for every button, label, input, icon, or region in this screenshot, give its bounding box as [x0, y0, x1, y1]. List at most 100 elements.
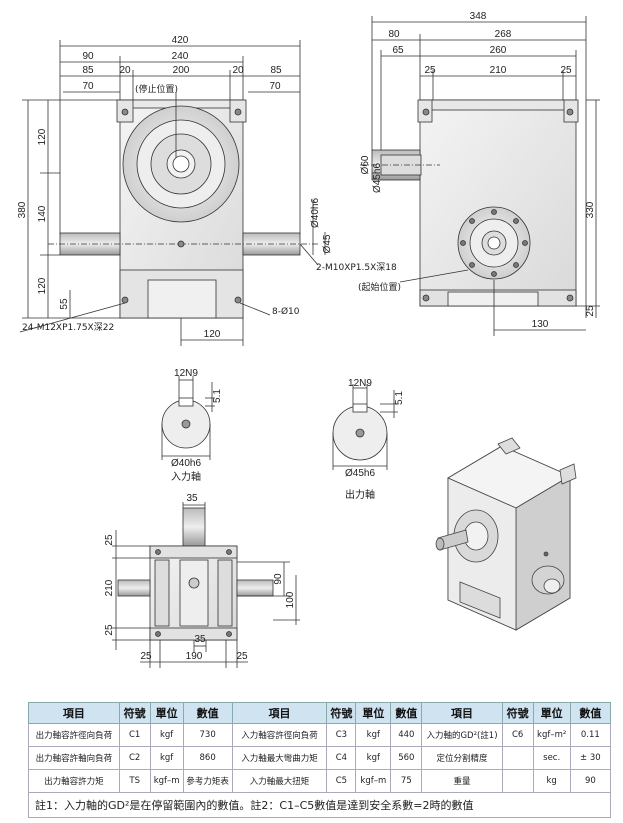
input-dia-label: Ø40h6 [171, 458, 201, 469]
header-symbol-2: 符號 [326, 702, 357, 724]
cell: 定位分割精度 [421, 746, 503, 770]
table-row: 出力軸容許軸向負荷 C2 kgf 860 入力軸最大彎曲力矩 C4 kgf 56… [28, 746, 612, 770]
input-key-label: 12N9 [174, 368, 198, 379]
dim-85-right: 85 [270, 65, 282, 76]
cell: 75 [390, 769, 423, 793]
cell: kgf [149, 746, 184, 770]
cell [501, 746, 534, 770]
cell: ± 30 [569, 746, 612, 770]
cell: C1 [118, 723, 151, 747]
dim-120-bottom-h: 120 [204, 329, 221, 340]
dim-260: 260 [490, 45, 507, 56]
header-item-3: 項目 [421, 702, 503, 724]
dim-o45h6: Ø45h6 [372, 163, 383, 193]
cell: kgf [355, 746, 392, 770]
top-dim-25-bl: 25 [140, 651, 152, 662]
table-row: 出力軸容許力矩 TS kgf–m 參考力矩表 入力軸最大扭矩 C5 kgf–m … [28, 769, 612, 793]
dim-o60: Ø60 [360, 155, 371, 174]
dim-348: 348 [470, 11, 487, 22]
dim-268: 268 [495, 29, 512, 40]
top-dim-210: 210 [104, 579, 115, 596]
cell: C6 [501, 723, 534, 747]
dim-420: 420 [172, 35, 189, 46]
dim-200: 200 [173, 65, 190, 76]
header-unit-3: 單位 [532, 702, 571, 724]
dim-65: 65 [392, 45, 404, 56]
cell: 90 [569, 769, 612, 793]
start-position-label: (起始位置) [358, 281, 401, 293]
cell: kgf–m [149, 769, 184, 793]
cell: 參考力矩表 [182, 769, 233, 793]
dim-330: 330 [585, 201, 596, 218]
cell: 入力軸的GD²(註1) [421, 723, 503, 747]
header-value-1: 數值 [182, 702, 233, 724]
top-dim-25-upper: 25 [104, 534, 115, 546]
header-item-1: 項目 [28, 702, 120, 724]
cell: 440 [390, 723, 423, 747]
top-dim-100: 100 [285, 591, 296, 608]
cell: kgf–m² [532, 723, 571, 747]
cell: 560 [390, 746, 423, 770]
dim-70-right: 70 [269, 81, 281, 92]
cell: C2 [118, 746, 151, 770]
output-shaft-section [332, 384, 398, 470]
header-item-2: 項目 [231, 702, 328, 724]
cell: kgf–m [355, 769, 392, 793]
cell: 出力軸容許軸向負荷 [28, 746, 120, 770]
cell: 入力軸最大彎曲力矩 [231, 746, 328, 770]
dim-o40h6: Ø40h6 [310, 198, 321, 228]
dim-25-left: 25 [424, 65, 436, 76]
dim-25-right: 25 [560, 65, 572, 76]
dim-380: 380 [17, 201, 28, 218]
cell: TS [118, 769, 151, 793]
cell: kg [532, 769, 571, 793]
dim-140: 140 [37, 205, 48, 222]
top-dim-35-inner: 35 [194, 634, 206, 645]
table-note: 註1：入力軸的GD²是在停留範圍內的數值。註2：C1–C5數值是達到安全系數=2… [28, 792, 611, 818]
dim-120-top: 120 [37, 128, 48, 145]
input-shaft-section [161, 376, 215, 460]
cell: kgf [355, 723, 392, 747]
hole-label: 8-Ø10 [272, 306, 300, 317]
cell: 0.11 [569, 723, 612, 747]
dim-90: 90 [82, 51, 94, 62]
header-value-3: 數值 [569, 702, 612, 724]
output-dia-label: Ø45h6 [345, 468, 375, 479]
table-note-row: 註1：入力軸的GD²是在停留範圍內的數值。註2：C1–C5數值是達到安全系數=2… [28, 792, 611, 818]
cell: sec. [532, 746, 571, 770]
dim-55: 55 [59, 298, 70, 310]
input-depth-label: 5.1 [212, 389, 223, 403]
dim-210: 210 [490, 65, 507, 76]
cell: 重量 [421, 769, 503, 793]
cell: C4 [326, 746, 357, 770]
output-shaft-title: 出力軸 [345, 488, 375, 501]
dim-70-left: 70 [82, 81, 94, 92]
top-dim-25-lower: 25 [104, 624, 115, 636]
header-unit-2: 單位 [355, 702, 392, 724]
header-symbol-1: 符號 [118, 702, 151, 724]
dim-80: 80 [388, 29, 400, 40]
output-depth-label: 5.1 [394, 391, 405, 405]
cell: C5 [326, 769, 357, 793]
header-value-2: 數值 [390, 702, 423, 724]
isometric-render [435, 437, 577, 631]
dim-20-right: 20 [232, 65, 244, 76]
table-row: 出力軸容許徑向負荷 C1 kgf 730 入力軸容許徑向負荷 C3 kgf 44… [28, 723, 612, 747]
top-dim-190: 190 [186, 651, 203, 662]
cell [501, 769, 534, 793]
thread-right-label: 2-M10XP1.5X深18 [316, 262, 397, 273]
spec-table: 項目 符號 單位 數值 項目 符號 單位 數值 項目 符號 單位 數值 出力軸容… [28, 702, 612, 818]
top-dim-90: 90 [273, 573, 284, 585]
output-key-label: 12N9 [348, 378, 372, 389]
cell: 出力軸容許力矩 [28, 769, 120, 793]
table-header-row: 項目 符號 單位 數值 項目 符號 單位 數值 項目 符號 單位 數值 [28, 702, 612, 724]
front-view [19, 40, 326, 346]
dim-o45: Ø45 [322, 234, 333, 253]
cell: 730 [182, 723, 233, 747]
dim-25-right-v: 25 [585, 305, 596, 317]
side-view [360, 16, 600, 336]
cell: 入力軸最大扭矩 [231, 769, 328, 793]
top-view [112, 502, 300, 668]
cell: kgf [149, 723, 184, 747]
